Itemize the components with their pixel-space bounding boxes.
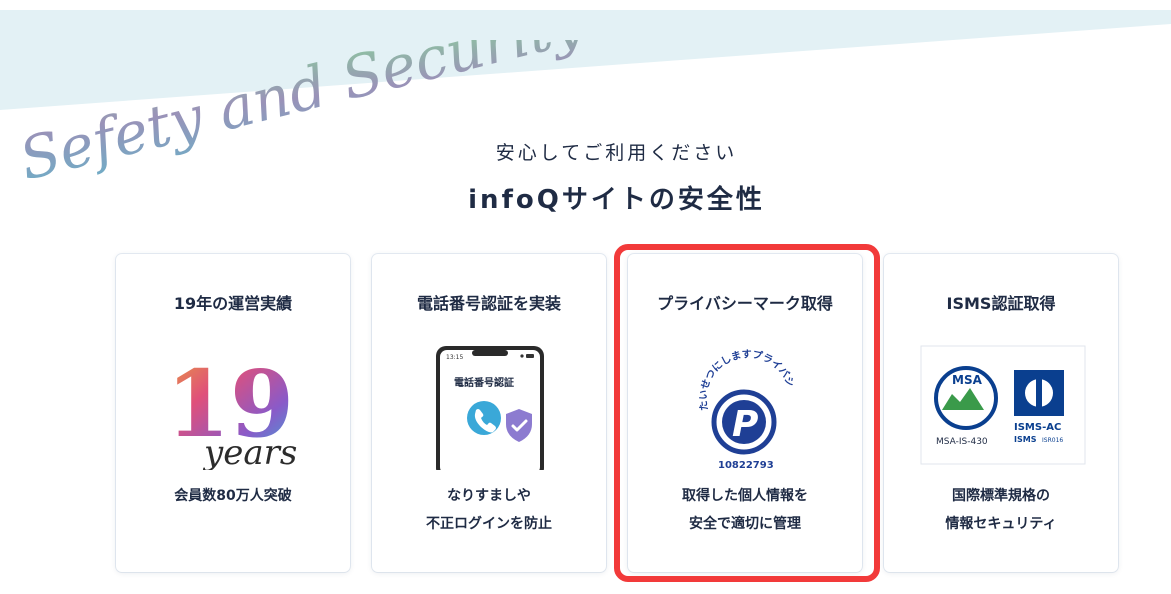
isms-certification-logos: MSA MSA-IS-430 ISMS-AC ISMS ISR016 bbox=[920, 345, 1086, 465]
isms-ac-label: ISMS-AC bbox=[1014, 422, 1061, 433]
card-operation-history: 19年の運営実績 19 years 会員数80万人突破 bbox=[116, 254, 350, 572]
header-band bbox=[0, 10, 1171, 110]
phone-icon bbox=[467, 401, 501, 435]
msa-code: MSA-IS-430 bbox=[936, 437, 988, 447]
card-description-line: 不正ログインを防止 bbox=[426, 516, 552, 532]
isms-code: ISR016 bbox=[1042, 437, 1063, 444]
isms-label: ISMS bbox=[1014, 435, 1037, 444]
card-privacy-mark: プライバシーマーク取得 たいせつにしますプライバシー P 10822793 取得… bbox=[628, 254, 862, 572]
card-description-line: 会員数80万人突破 bbox=[174, 488, 292, 504]
card-description-line: なりすましや bbox=[447, 488, 531, 504]
years-number: 19 bbox=[166, 350, 294, 458]
privacy-mark-letter: P bbox=[732, 404, 758, 445]
phone-screen-label: 電話番号認証 bbox=[454, 376, 514, 389]
card-title: プライバシーマーク取得 bbox=[657, 294, 833, 313]
svg-text:たいせつにしますプライバシー: たいせつにしますプライバシー bbox=[628, 340, 797, 411]
privacy-mark-logo: たいせつにしますプライバシー P 10822793 bbox=[628, 340, 797, 470]
msa-label: MSA bbox=[952, 373, 983, 387]
page-heading: 安心してご利用ください infoQサイトの安全性 bbox=[0, 138, 1171, 216]
privacy-mark-number: 10822793 bbox=[718, 460, 774, 470]
page-subtitle: 安心してご利用ください bbox=[495, 142, 738, 164]
card-title: 電話番号認証を実装 bbox=[416, 294, 561, 313]
card-phone-verification: 電話番号認証を実装 13:15 電話番号認証 なりすましや 不正ログインを防止 bbox=[372, 254, 606, 572]
card-description-line: 情報セキュリティ bbox=[945, 516, 1057, 532]
years-word: years bbox=[202, 433, 297, 470]
card-description-line: 安全で適切に管理 bbox=[689, 516, 801, 532]
page-title: infoQサイトの安全性 bbox=[468, 185, 765, 215]
phone-verification-graphic: 13:15 電話番号認証 bbox=[436, 346, 544, 470]
card-description-line: 国際標準規格の bbox=[952, 488, 1050, 504]
card-description: 会員数80万人突破 bbox=[116, 482, 350, 510]
card-title: ISMS認証取得 bbox=[946, 294, 1056, 313]
card-description: 取得した個人情報を 安全で適切に管理 bbox=[628, 482, 862, 538]
privacy-mark-arc-text: たいせつにしますプライバシー bbox=[628, 340, 797, 411]
years-19-graphic: 19 years bbox=[166, 350, 297, 470]
card-title: 19年の運営実績 bbox=[173, 294, 293, 313]
script-heading-graphic: Sefety and Security bbox=[18, 40, 578, 194]
card-description: なりすましや 不正ログインを防止 bbox=[372, 482, 606, 538]
card-description: 国際標準規格の 情報セキュリティ bbox=[884, 482, 1118, 538]
card-isms-certification: ISMS認証取得 MSA MSA-IS-430 ISMS-AC ISMS ISR… bbox=[884, 254, 1118, 572]
card-description-line: 取得した個人情報を bbox=[682, 488, 808, 504]
isms-ac-logo: ISMS-AC ISMS ISR016 bbox=[1014, 370, 1064, 444]
phone-time: 13:15 bbox=[446, 354, 463, 361]
msa-logo: MSA MSA-IS-430 bbox=[934, 366, 998, 447]
shield-check-icon bbox=[506, 409, 532, 442]
